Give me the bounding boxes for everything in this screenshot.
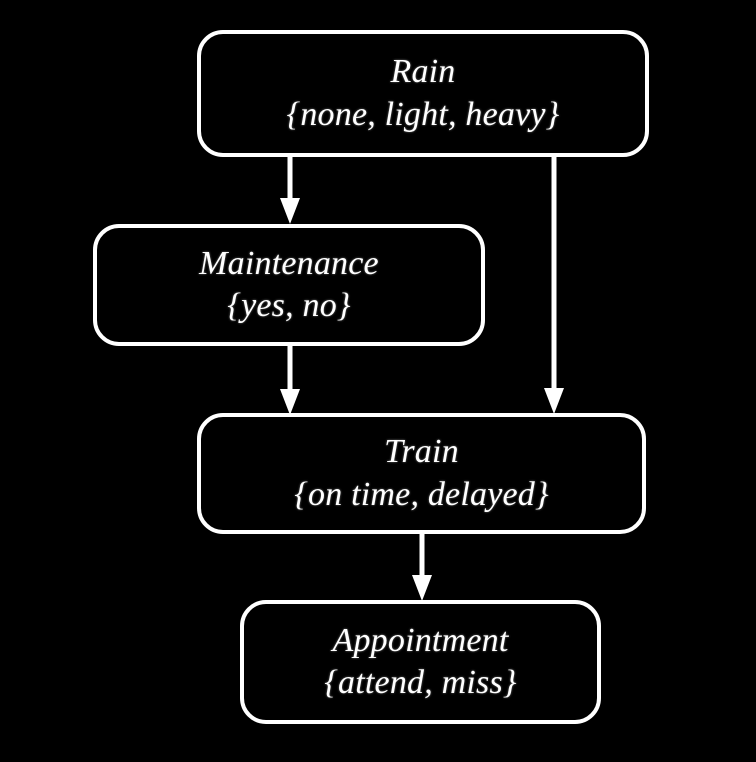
node-maintenance-label: Maintenance — [199, 244, 379, 282]
node-train-domain: {on time, delayed} — [294, 475, 549, 513]
node-maintenance[interactable]: Maintenance {yes, no} — [93, 224, 485, 346]
node-rain-domain: {none, light, heavy} — [286, 95, 560, 133]
edge-rain-to-train — [532, 154, 576, 416]
down-arrow-icon — [280, 156, 300, 224]
node-appointment[interactable]: Appointment {attend, miss} — [240, 600, 601, 724]
down-arrow-icon — [544, 156, 564, 414]
down-arrow-icon — [412, 533, 432, 601]
node-rain[interactable]: Rain {none, light, heavy} — [197, 30, 649, 157]
node-train[interactable]: Train {on time, delayed} — [197, 413, 646, 534]
node-appointment-domain: {attend, miss} — [324, 664, 517, 701]
node-appointment-label: Appointment — [332, 621, 509, 659]
node-maintenance-domain: {yes, no} — [227, 287, 351, 324]
node-rain-label: Rain — [390, 53, 456, 91]
edge-train-to-appointment — [400, 531, 444, 603]
edge-rain-to-maintenance — [268, 154, 312, 226]
node-train-label: Train — [384, 433, 459, 471]
down-arrow-icon — [280, 345, 300, 415]
edge-maintenance-to-train — [268, 343, 312, 417]
